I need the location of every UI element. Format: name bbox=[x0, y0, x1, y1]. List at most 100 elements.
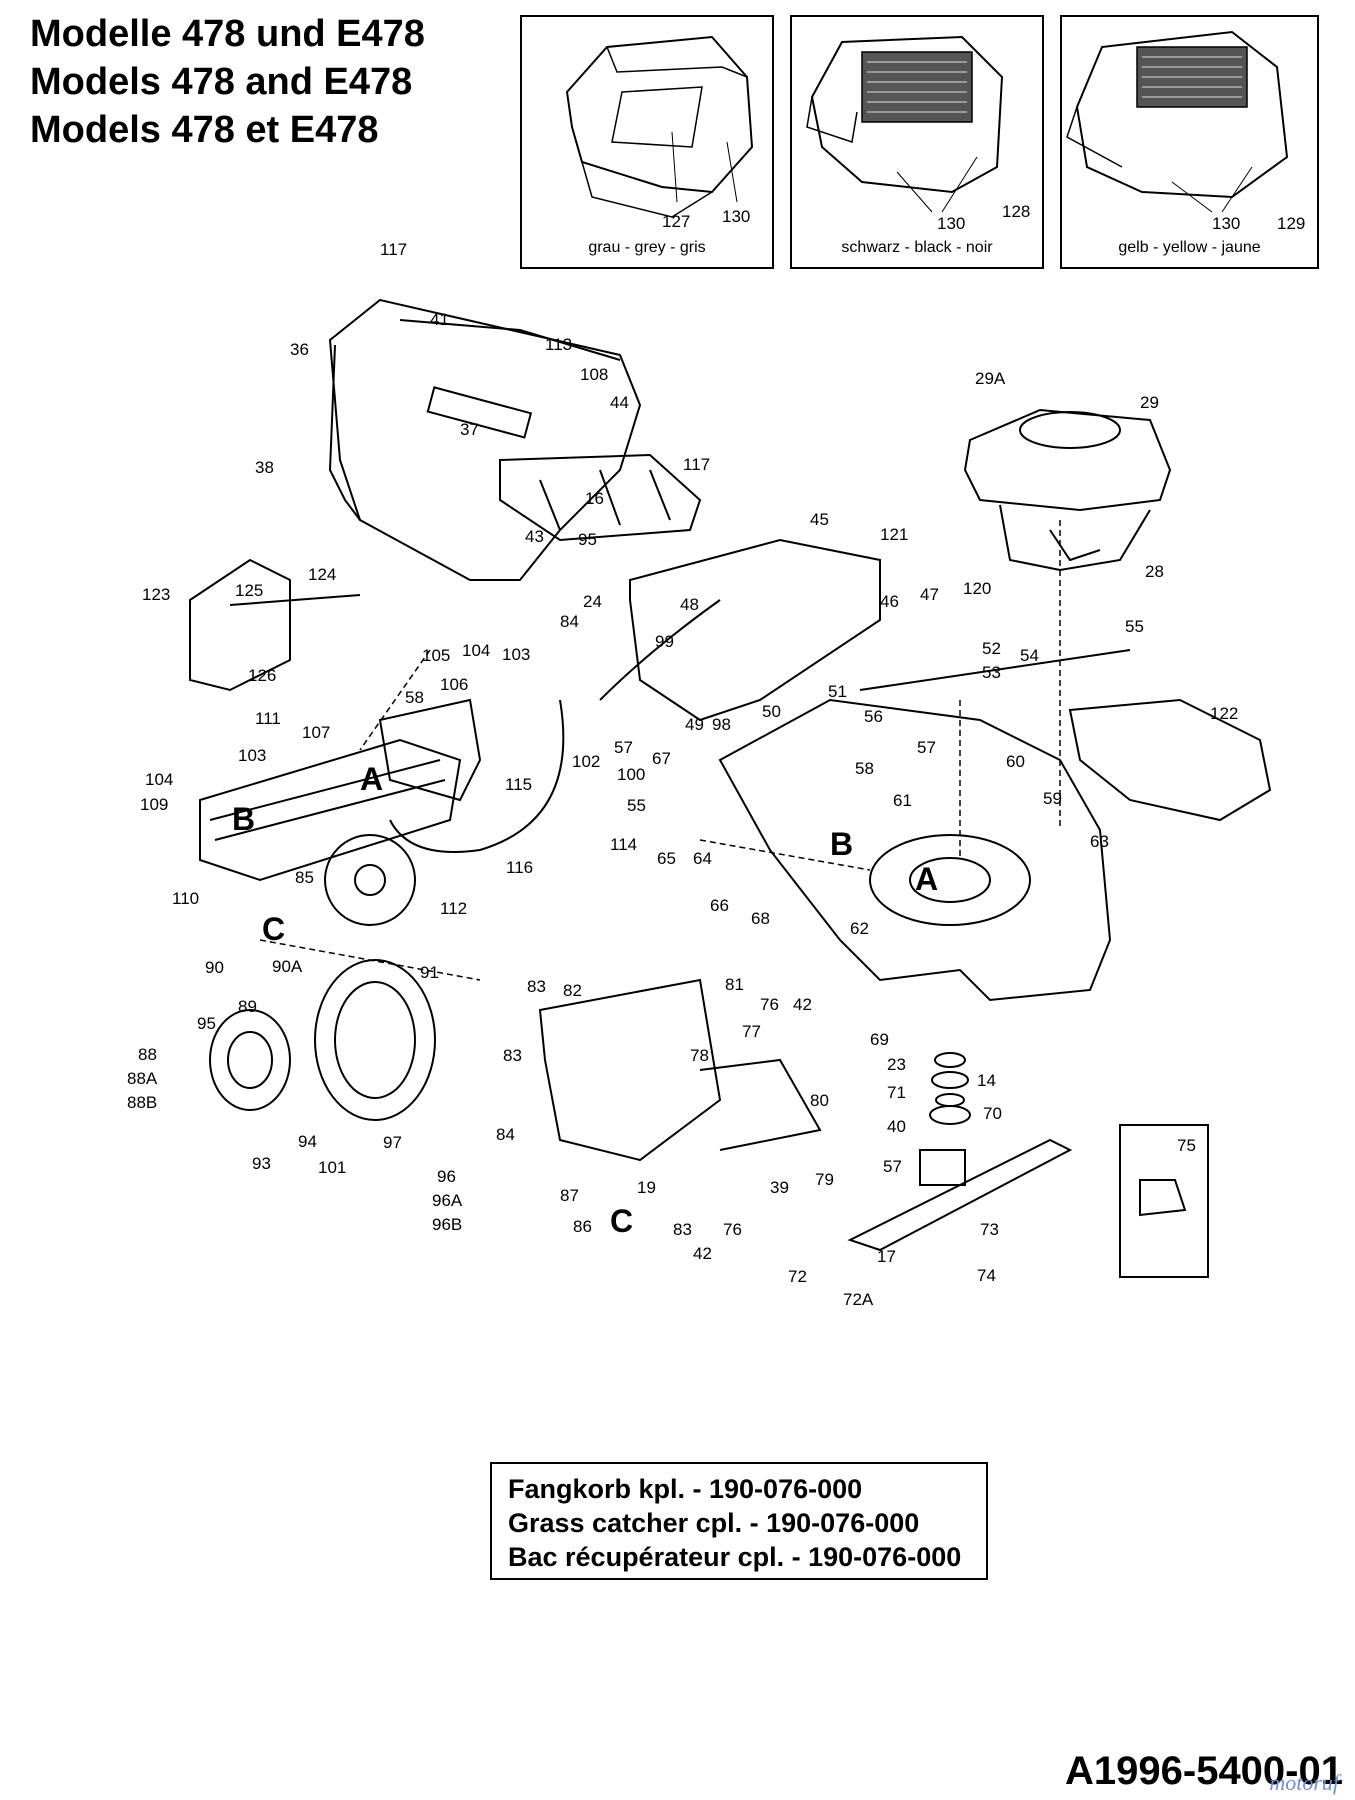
marker-c2: C bbox=[610, 1203, 633, 1239]
part-label: 126 bbox=[248, 666, 276, 685]
part-label: 80 bbox=[810, 1091, 829, 1110]
part-label: 100 bbox=[617, 765, 645, 784]
part-label: 104 bbox=[145, 770, 173, 789]
part-label: 99 bbox=[655, 632, 674, 651]
part-label: 46 bbox=[880, 592, 899, 611]
part-label: 42 bbox=[693, 1244, 712, 1263]
inset-black-cover: 130 128 schwarz - black - noir bbox=[790, 15, 1044, 269]
part-label: 84 bbox=[496, 1125, 515, 1144]
part-label: 91 bbox=[420, 963, 439, 982]
part-label: 103 bbox=[502, 645, 530, 664]
grass-catcher-box: Fangkorb kpl. - 190-076-000 Grass catche… bbox=[490, 1462, 988, 1580]
part-label: 29 bbox=[1140, 393, 1159, 412]
inset-grey-cover: 127 130 grau - grey - gris bbox=[520, 15, 774, 269]
part-label: 51 bbox=[828, 682, 847, 701]
part-label: 65 bbox=[657, 849, 676, 868]
part-label: 85 bbox=[295, 868, 314, 887]
part-label: 87 bbox=[560, 1186, 579, 1205]
part-label: 61 bbox=[893, 791, 912, 810]
part-label: 55 bbox=[627, 796, 646, 815]
part-label: 117 bbox=[683, 455, 710, 474]
title-line-fr: Models 478 et E478 bbox=[30, 109, 379, 151]
grass-catcher-de: Fangkorb kpl. - 190-076-000 bbox=[508, 1474, 863, 1504]
part-label: 60 bbox=[1006, 752, 1025, 771]
black-cover-drawing bbox=[806, 35, 1004, 213]
part-label: 88A bbox=[127, 1069, 158, 1088]
exploded-parts-diagram: 117 41 36 113 108 44 37 38 117 16 95 43 … bbox=[127, 240, 1272, 1309]
inset-caption-black: schwarz - black - noir bbox=[841, 239, 993, 256]
part-label: 98 bbox=[712, 715, 731, 734]
part-label: 45 bbox=[810, 510, 829, 529]
watermark: motoruf bbox=[1269, 1770, 1339, 1795]
part-label: 56 bbox=[864, 707, 883, 726]
part-label: 57 bbox=[883, 1157, 902, 1176]
title-line-de: Modelle 478 und E478 bbox=[30, 13, 425, 55]
part-label: 57 bbox=[917, 738, 936, 757]
title-block: Modelle 478 und E478 Models 478 and E478… bbox=[30, 10, 425, 154]
part-label: 62 bbox=[850, 919, 869, 938]
marker-c: C bbox=[262, 911, 285, 947]
part-label: 24 bbox=[583, 592, 602, 611]
part-label-75: 75 bbox=[1177, 1136, 1196, 1155]
part-label: 116 bbox=[506, 858, 533, 877]
part-label: 77 bbox=[742, 1022, 761, 1041]
inset-caption-grey: grau - grey - gris bbox=[588, 239, 706, 256]
part-label: 38 bbox=[255, 458, 274, 477]
part-label: 90 bbox=[205, 958, 224, 977]
part-label: 115 bbox=[505, 775, 532, 794]
part-label: 114 bbox=[610, 835, 637, 854]
part-label: 125 bbox=[235, 581, 263, 600]
part-label: 19 bbox=[637, 1178, 656, 1197]
part-label: 68 bbox=[751, 909, 770, 928]
part-label: 109 bbox=[140, 795, 168, 814]
part-label: 81 bbox=[725, 975, 744, 994]
part-label: 14 bbox=[977, 1071, 996, 1090]
part-label: 102 bbox=[572, 752, 600, 771]
part-label: 122 bbox=[1210, 704, 1238, 723]
part-label: 88 bbox=[138, 1045, 157, 1064]
marker-a: A bbox=[360, 761, 383, 797]
yellow-cover-drawing bbox=[1066, 30, 1289, 213]
part-label: 86 bbox=[573, 1217, 592, 1236]
part-label: 124 bbox=[308, 565, 336, 584]
part-label: 104 bbox=[462, 641, 490, 660]
part-label: 78 bbox=[690, 1046, 709, 1065]
grass-catcher-en: Grass catcher cpl. - 190-076-000 bbox=[508, 1508, 920, 1538]
part-label: 96B bbox=[432, 1215, 462, 1234]
part-label: 41 bbox=[430, 310, 449, 329]
part-label: 72 bbox=[788, 1267, 807, 1286]
part-label: 48 bbox=[680, 595, 699, 614]
part-label: 50 bbox=[762, 702, 781, 721]
part-label: 83 bbox=[503, 1046, 522, 1065]
part-label: 42 bbox=[793, 995, 812, 1014]
part-outlines bbox=[189, 298, 1272, 1278]
part-label: 55 bbox=[1125, 617, 1144, 636]
part-label: 120 bbox=[963, 579, 991, 598]
part-label: 111 bbox=[255, 709, 281, 728]
part-label: 73 bbox=[980, 1220, 999, 1239]
part-label: 123 bbox=[142, 585, 170, 604]
part-label: 58 bbox=[855, 759, 874, 778]
part-label: 105 bbox=[422, 646, 450, 665]
part-label: 63 bbox=[1090, 832, 1109, 851]
part-label: 95 bbox=[197, 1014, 216, 1033]
marker-a2: A bbox=[915, 861, 938, 897]
part-label: 79 bbox=[815, 1170, 834, 1189]
part-label: 117 bbox=[380, 240, 407, 259]
part-label: 28 bbox=[1145, 562, 1164, 581]
marker-b2: B bbox=[830, 826, 853, 862]
part-label: 49 bbox=[685, 715, 704, 734]
title-line-en: Models 478 and E478 bbox=[30, 61, 413, 103]
part-label: 52 bbox=[982, 639, 1001, 658]
part-label: 76 bbox=[723, 1220, 742, 1239]
part-label: 64 bbox=[693, 849, 712, 868]
part-label: 44 bbox=[610, 393, 629, 412]
grass-catcher-fr: Bac récupérateur cpl. - 190-076-000 bbox=[508, 1542, 962, 1572]
part-label: 108 bbox=[580, 365, 608, 384]
document-number: A1996-5400-01 bbox=[1065, 1749, 1343, 1793]
part-label: 88B bbox=[127, 1093, 157, 1112]
part-label: 72A bbox=[843, 1290, 874, 1309]
part-label: 74 bbox=[977, 1266, 996, 1285]
part-label: 113 bbox=[545, 335, 572, 354]
grey-cover-drawing bbox=[565, 35, 754, 218]
